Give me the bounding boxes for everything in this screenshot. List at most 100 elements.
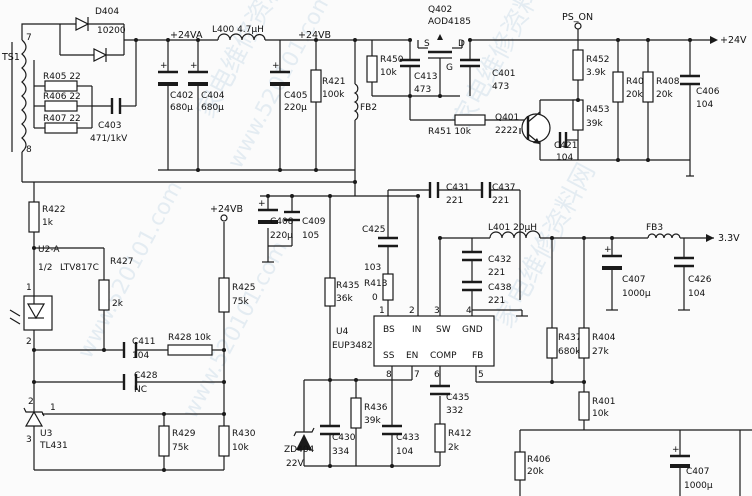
r406b-value: 20k xyxy=(527,467,544,477)
r401-ref: R401 xyxy=(592,397,615,407)
r453-value: 39k xyxy=(586,119,603,129)
c433-ref: C433 xyxy=(396,433,419,443)
resistor-r421: R421 100k +24VB xyxy=(298,30,345,103)
c426-value: 104 xyxy=(688,289,705,299)
transistor-q401: Q401 2222 xyxy=(495,111,551,145)
c407b-value: 1000μ xyxy=(684,481,713,491)
left-wiring xyxy=(33,222,225,471)
caps-c431-c437: C431 221 C437 221 xyxy=(416,182,515,206)
r404-value: 27k xyxy=(592,347,609,357)
q402-bias: R450 10k C413 473 C401 473 xyxy=(366,55,515,98)
c403-value: 471/1kV xyxy=(90,134,128,144)
u3-pin-1: 1 xyxy=(50,403,56,413)
r453-ref: R453 xyxy=(586,105,609,115)
net-24va: +24VA xyxy=(170,30,203,41)
u4-pin-gnd: GND xyxy=(462,325,483,335)
u2-pin-2: 2 xyxy=(26,337,32,347)
c404-value: 680μ xyxy=(201,103,224,113)
c438-ref: C438 xyxy=(488,283,512,293)
c405-ref: C405 xyxy=(284,91,307,101)
watermark-text-4: www.520101.com xyxy=(178,237,293,423)
partial-lower-right: R406 20k + C407 1000μ xyxy=(514,445,713,491)
u4-part: EUP3482 xyxy=(332,341,373,351)
c413-value: 473 xyxy=(414,85,431,95)
u4-pin-num-8: 8 xyxy=(386,370,392,380)
c406-value: 104 xyxy=(696,100,713,110)
inductor-l400: L400 4.7μH +24VA xyxy=(166,25,266,42)
u4-pin-num-3: 3 xyxy=(434,306,440,316)
net-ps-on: PS_ON xyxy=(562,12,593,23)
zd404-ref: ZD404 xyxy=(284,445,315,455)
u4-pin-num-5: 5 xyxy=(478,370,484,380)
inductor-l401: L401 20μH xyxy=(488,223,541,239)
u4-pin-num-4: 4 xyxy=(466,306,472,316)
net-24vb-2: +24VB xyxy=(210,204,243,215)
u4-pin-en: EN xyxy=(406,351,418,361)
buck-wiring xyxy=(260,189,752,496)
c426-ref: C426 xyxy=(688,275,712,285)
r405-label: R405 22 xyxy=(43,72,81,82)
c406-ref: C406 xyxy=(696,87,720,97)
c411-ref: C411 xyxy=(132,337,155,347)
svg-text:+: + xyxy=(272,61,280,71)
r437-value: 680k xyxy=(558,347,581,357)
svg-text:+: + xyxy=(160,61,168,71)
caps-c432-c438: C432 221 C438 221 xyxy=(462,250,512,306)
c430-value: 334 xyxy=(332,447,349,457)
r436-ref: R436 xyxy=(364,403,388,413)
net-24v: +24V xyxy=(720,35,747,46)
r427-value: 2k xyxy=(112,299,124,309)
r408-value: 20k xyxy=(656,90,673,100)
c408-ref: C408 xyxy=(270,217,294,227)
q402-ref: Q402 xyxy=(428,5,452,15)
u4-pin-ss: SS xyxy=(383,351,395,361)
ts1-pin-8: 8 xyxy=(26,145,32,155)
svg-text:+: + xyxy=(604,245,612,255)
r430-ref: R430 xyxy=(232,429,256,439)
r421-value: 100k xyxy=(322,90,345,100)
fb3-ref: FB3 xyxy=(646,223,663,233)
c425-ref: C425 xyxy=(362,225,385,235)
zener-zd404-c430: ZD404 22V C430 334 xyxy=(284,424,356,469)
u4-pin-bs: BS xyxy=(383,325,395,335)
r406b-ref: R406 xyxy=(527,455,551,465)
u4-pin-comp: COMP xyxy=(430,351,457,361)
c409-ref: C409 xyxy=(302,217,326,227)
r429-value: 75k xyxy=(172,443,189,453)
capacitor-c421: C421 104 xyxy=(554,132,577,163)
d404-ref: D404 xyxy=(95,7,119,17)
resistor-r425: +24VB R425 75k xyxy=(210,204,255,313)
u3-pin-3: 3 xyxy=(26,435,32,445)
optocoupler-u2: U2-A 1/2 LTV817C 1 2 xyxy=(9,245,99,347)
u2-ratio: 1/2 xyxy=(38,263,52,273)
diode-d404: D404 10200 xyxy=(75,7,138,62)
u4-pin-num-7: 7 xyxy=(414,370,420,380)
c407-ref: C407 xyxy=(622,275,645,285)
u4-pin-fb: FB xyxy=(472,351,483,361)
r425-ref: R425 xyxy=(232,283,255,293)
r422-ref: R422 xyxy=(42,205,65,215)
q401-value: 2222 xyxy=(495,126,518,136)
resistor-r435: R435 36k xyxy=(324,277,359,307)
net-24vb: +24VB xyxy=(298,30,331,41)
c401-value: 473 xyxy=(492,82,509,92)
ts1-pin-7: 7 xyxy=(26,33,32,43)
c404-ref: C404 xyxy=(201,91,225,101)
l401-label: L401 20μH xyxy=(488,223,537,233)
u4-pin-sw: SW xyxy=(436,325,451,335)
c428-value: NC xyxy=(134,385,147,395)
r422-value: 1k xyxy=(42,218,54,228)
q401-ref: Q401 xyxy=(495,113,519,123)
c435-value: 332 xyxy=(446,406,463,416)
d404-value: 10200 xyxy=(97,26,126,36)
svg-text:+: + xyxy=(258,199,266,209)
output-caps-c407-c426: + C407 1000μ C426 104 xyxy=(602,245,712,299)
shunt-reg-u3: 2 1 3 U3 TL431 xyxy=(23,397,226,451)
u3-part: TL431 xyxy=(39,441,68,451)
u4-ref: U4 xyxy=(336,327,349,337)
bootstrap-c425-r413: C425 103 R413 0 xyxy=(362,225,398,303)
c437-ref: C437 xyxy=(492,183,515,193)
c402-ref: C402 xyxy=(170,91,193,101)
c437-value: 221 xyxy=(492,196,509,206)
